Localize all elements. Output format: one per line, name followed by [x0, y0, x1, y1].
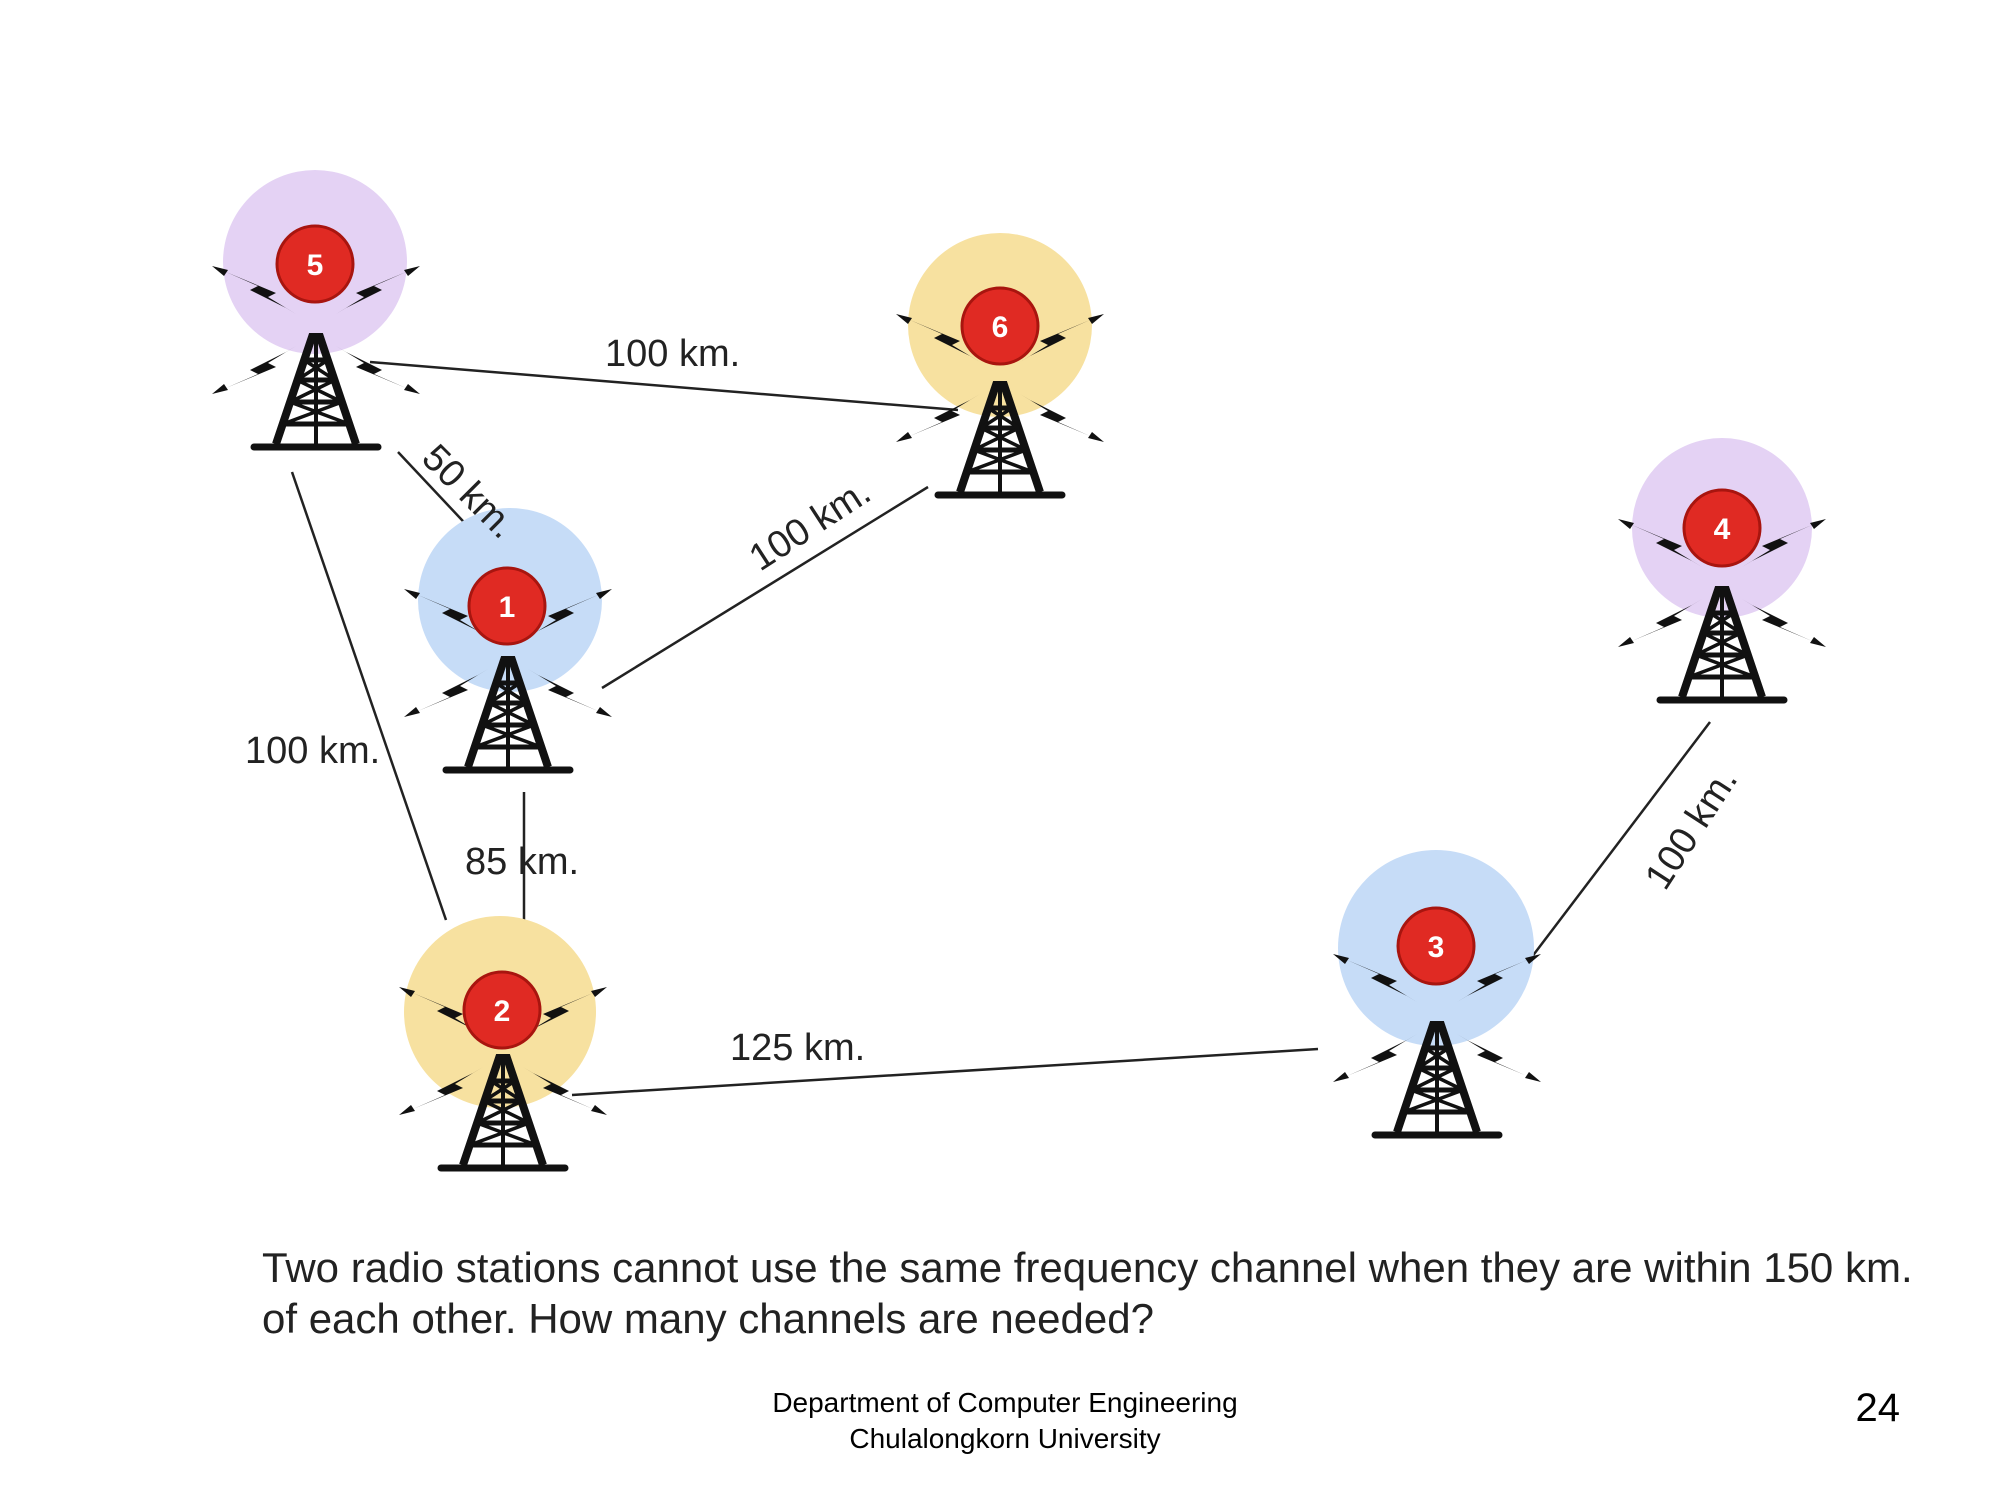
footer-university: Chulalongkorn University [849, 1423, 1161, 1454]
link-2-3-line [571, 1047, 1319, 1097]
station-4-badge: 4 [1682, 488, 1762, 568]
question-line-1: Two radio stations cannot use the same f… [262, 1244, 1913, 1291]
link-1-6-line [601, 485, 929, 690]
link-5-6-line [369, 360, 959, 412]
station-1-badge: 1 [467, 566, 547, 646]
station-2-badge: 2 [462, 970, 542, 1050]
badges-layer: 5 6 1 4 2 3 [275, 224, 1762, 1050]
link-2-3-distance: 125 km. [730, 1027, 865, 1069]
link-5-2-line [290, 471, 448, 921]
station-6-badge: 6 [960, 286, 1040, 366]
question-line-2: of each other. How many channels are nee… [262, 1295, 1154, 1342]
link-3-4-distance: 100 km. [1637, 761, 1746, 897]
station-1-label: 1 [499, 591, 516, 624]
link-1-2-distance: 85 km. [465, 841, 579, 883]
station-2-label: 2 [494, 995, 511, 1028]
link-5-6-distance: 100 km. [605, 333, 740, 375]
page-number: 24 [1855, 1386, 1901, 1430]
station-3-badge: 3 [1396, 906, 1476, 986]
station-3-label: 3 [1428, 931, 1445, 964]
station-6-label: 6 [992, 311, 1009, 344]
station-4-label: 4 [1714, 513, 1731, 546]
footer-department: Department of Computer Engineering [772, 1387, 1238, 1418]
station-5-badge: 5 [275, 224, 355, 304]
link-3-4-line [1521, 721, 1711, 971]
footer: Department of Computer Engineering Chula… [700, 1385, 1310, 1457]
question-text: Two radio stations cannot use the same f… [262, 1242, 1942, 1344]
links-layer [290, 360, 1711, 1097]
link-5-2-distance: 100 km. [245, 730, 380, 772]
link-1-6-distance: 100 km. [742, 471, 878, 580]
station-5-label: 5 [307, 249, 324, 282]
